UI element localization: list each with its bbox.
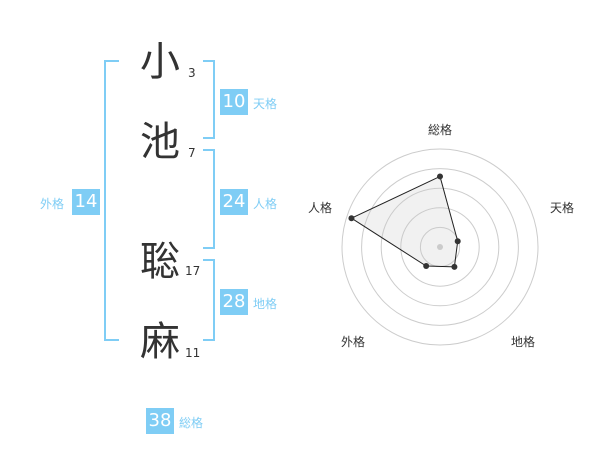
radar-label-ten: 天格 (550, 201, 575, 215)
fortune-radar-chart (341, 148, 539, 346)
radar-ring (361, 168, 519, 326)
radar-label-chi: 地格 (511, 335, 536, 349)
radar-label-sou: 総格 (428, 123, 453, 137)
ten-value: 10 (220, 89, 248, 115)
stroke-count-1: 3 (188, 66, 196, 80)
radar-ring (380, 187, 500, 307)
outer-bracket (104, 60, 119, 341)
radar-polygon (350, 175, 459, 268)
jin-bracket (203, 149, 215, 249)
stroke-count-3: 17 (185, 264, 201, 278)
jin-value: 24 (220, 189, 248, 215)
radar-label-jin: 人格 (308, 201, 333, 215)
gai-label: 外格 (40, 197, 65, 211)
ten-bracket (203, 60, 215, 139)
chi-bracket (203, 259, 215, 341)
radar-center-dot (437, 244, 443, 250)
radar-ring (400, 207, 480, 287)
stroke-count-4: 11 (185, 346, 201, 360)
radar-point-4 (423, 263, 430, 270)
jin-label: 人格 (253, 197, 278, 211)
radar-point-2 (454, 238, 461, 245)
radar-point-1 (437, 173, 443, 180)
name-char-1: 小 (140, 39, 180, 85)
ten-label: 天格 (253, 97, 278, 111)
sou-label: 総格 (179, 416, 204, 430)
stroke-count-2: 7 (188, 146, 196, 160)
radar-label-gai: 外格 (341, 335, 366, 349)
gai-value: 14 (72, 189, 100, 215)
radar-point-3 (451, 263, 458, 270)
chi-value: 28 (220, 289, 248, 315)
name-char-4: 麻 (140, 319, 180, 365)
name-char-3: 聡 (140, 239, 180, 285)
radar-ring (341, 148, 539, 346)
sou-value: 38 (146, 408, 174, 434)
radar-point-5 (348, 215, 355, 222)
chi-label: 地格 (253, 297, 278, 311)
name-char-2: 池 (140, 119, 180, 165)
